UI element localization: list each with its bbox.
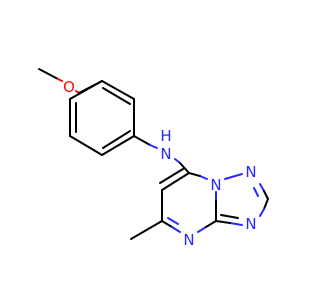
bond-benzene-1-inner — [102, 87, 131, 105]
bond-ring-nh — [133, 135, 151, 146]
atom-n-amine: N — [160, 145, 171, 163]
bond-methyl-o — [38, 68, 59, 80]
bond-c5-n4-inner — [167, 217, 179, 225]
bond-nbridge-n1 — [224, 173, 243, 180]
bond-c2-n3-c — [263, 198, 269, 210]
molecule-diagram: O N H N N N N — [38, 68, 269, 249]
bond-n3-c3a-inner — [220, 214, 239, 219]
atom-n-bridge: N — [210, 176, 221, 194]
bonds — [38, 68, 269, 240]
bond-nh-c7-n — [174, 158, 181, 164]
bond-benzene-4 — [69, 135, 103, 156]
bond-c7-c6-inner — [159, 168, 184, 184]
bond-nh-c7 — [179, 162, 190, 174]
atom-n-pyrimidine: N — [183, 231, 194, 249]
bond-benzene-3 — [101, 135, 135, 156]
bond-n1-c2-inner — [253, 187, 259, 197]
bond-n1-c2-n — [259, 183, 265, 192]
bond-c5-n4-n — [171, 226, 181, 233]
bond-c2-n3-n — [259, 208, 265, 217]
atom-o-methoxy: O — [63, 78, 75, 96]
bond-n1-c2-c — [263, 190, 269, 200]
bond-o-methyl — [57, 78, 63, 82]
bond-n-bridge-c7-c — [188, 172, 201, 177]
bond-n-bridge-c7 — [199, 175, 208, 180]
bond-c5-n4-c — [161, 220, 173, 228]
bond-n4-c3a-c — [205, 220, 217, 228]
bond-benzene-3-inner — [102, 130, 131, 149]
bond-c7-c6 — [161, 172, 190, 191]
atom-n-triazole-1: N — [245, 163, 256, 181]
atom-labels: O N H N N N N — [63, 78, 257, 249]
bond-n4-c3a-n — [197, 226, 207, 233]
bond-n3-c3a-c — [215, 220, 231, 224]
bond-ring-nh-n — [149, 144, 158, 149]
bond-benzene-1 — [101, 80, 135, 100]
bond-c5-methyl — [130, 220, 163, 240]
atom-h-amine: H — [160, 127, 171, 145]
atom-n-triazole-2: N — [245, 215, 256, 233]
bond-n3-c3a-n — [229, 222, 243, 226]
bond-benzene-6 — [69, 80, 103, 100]
